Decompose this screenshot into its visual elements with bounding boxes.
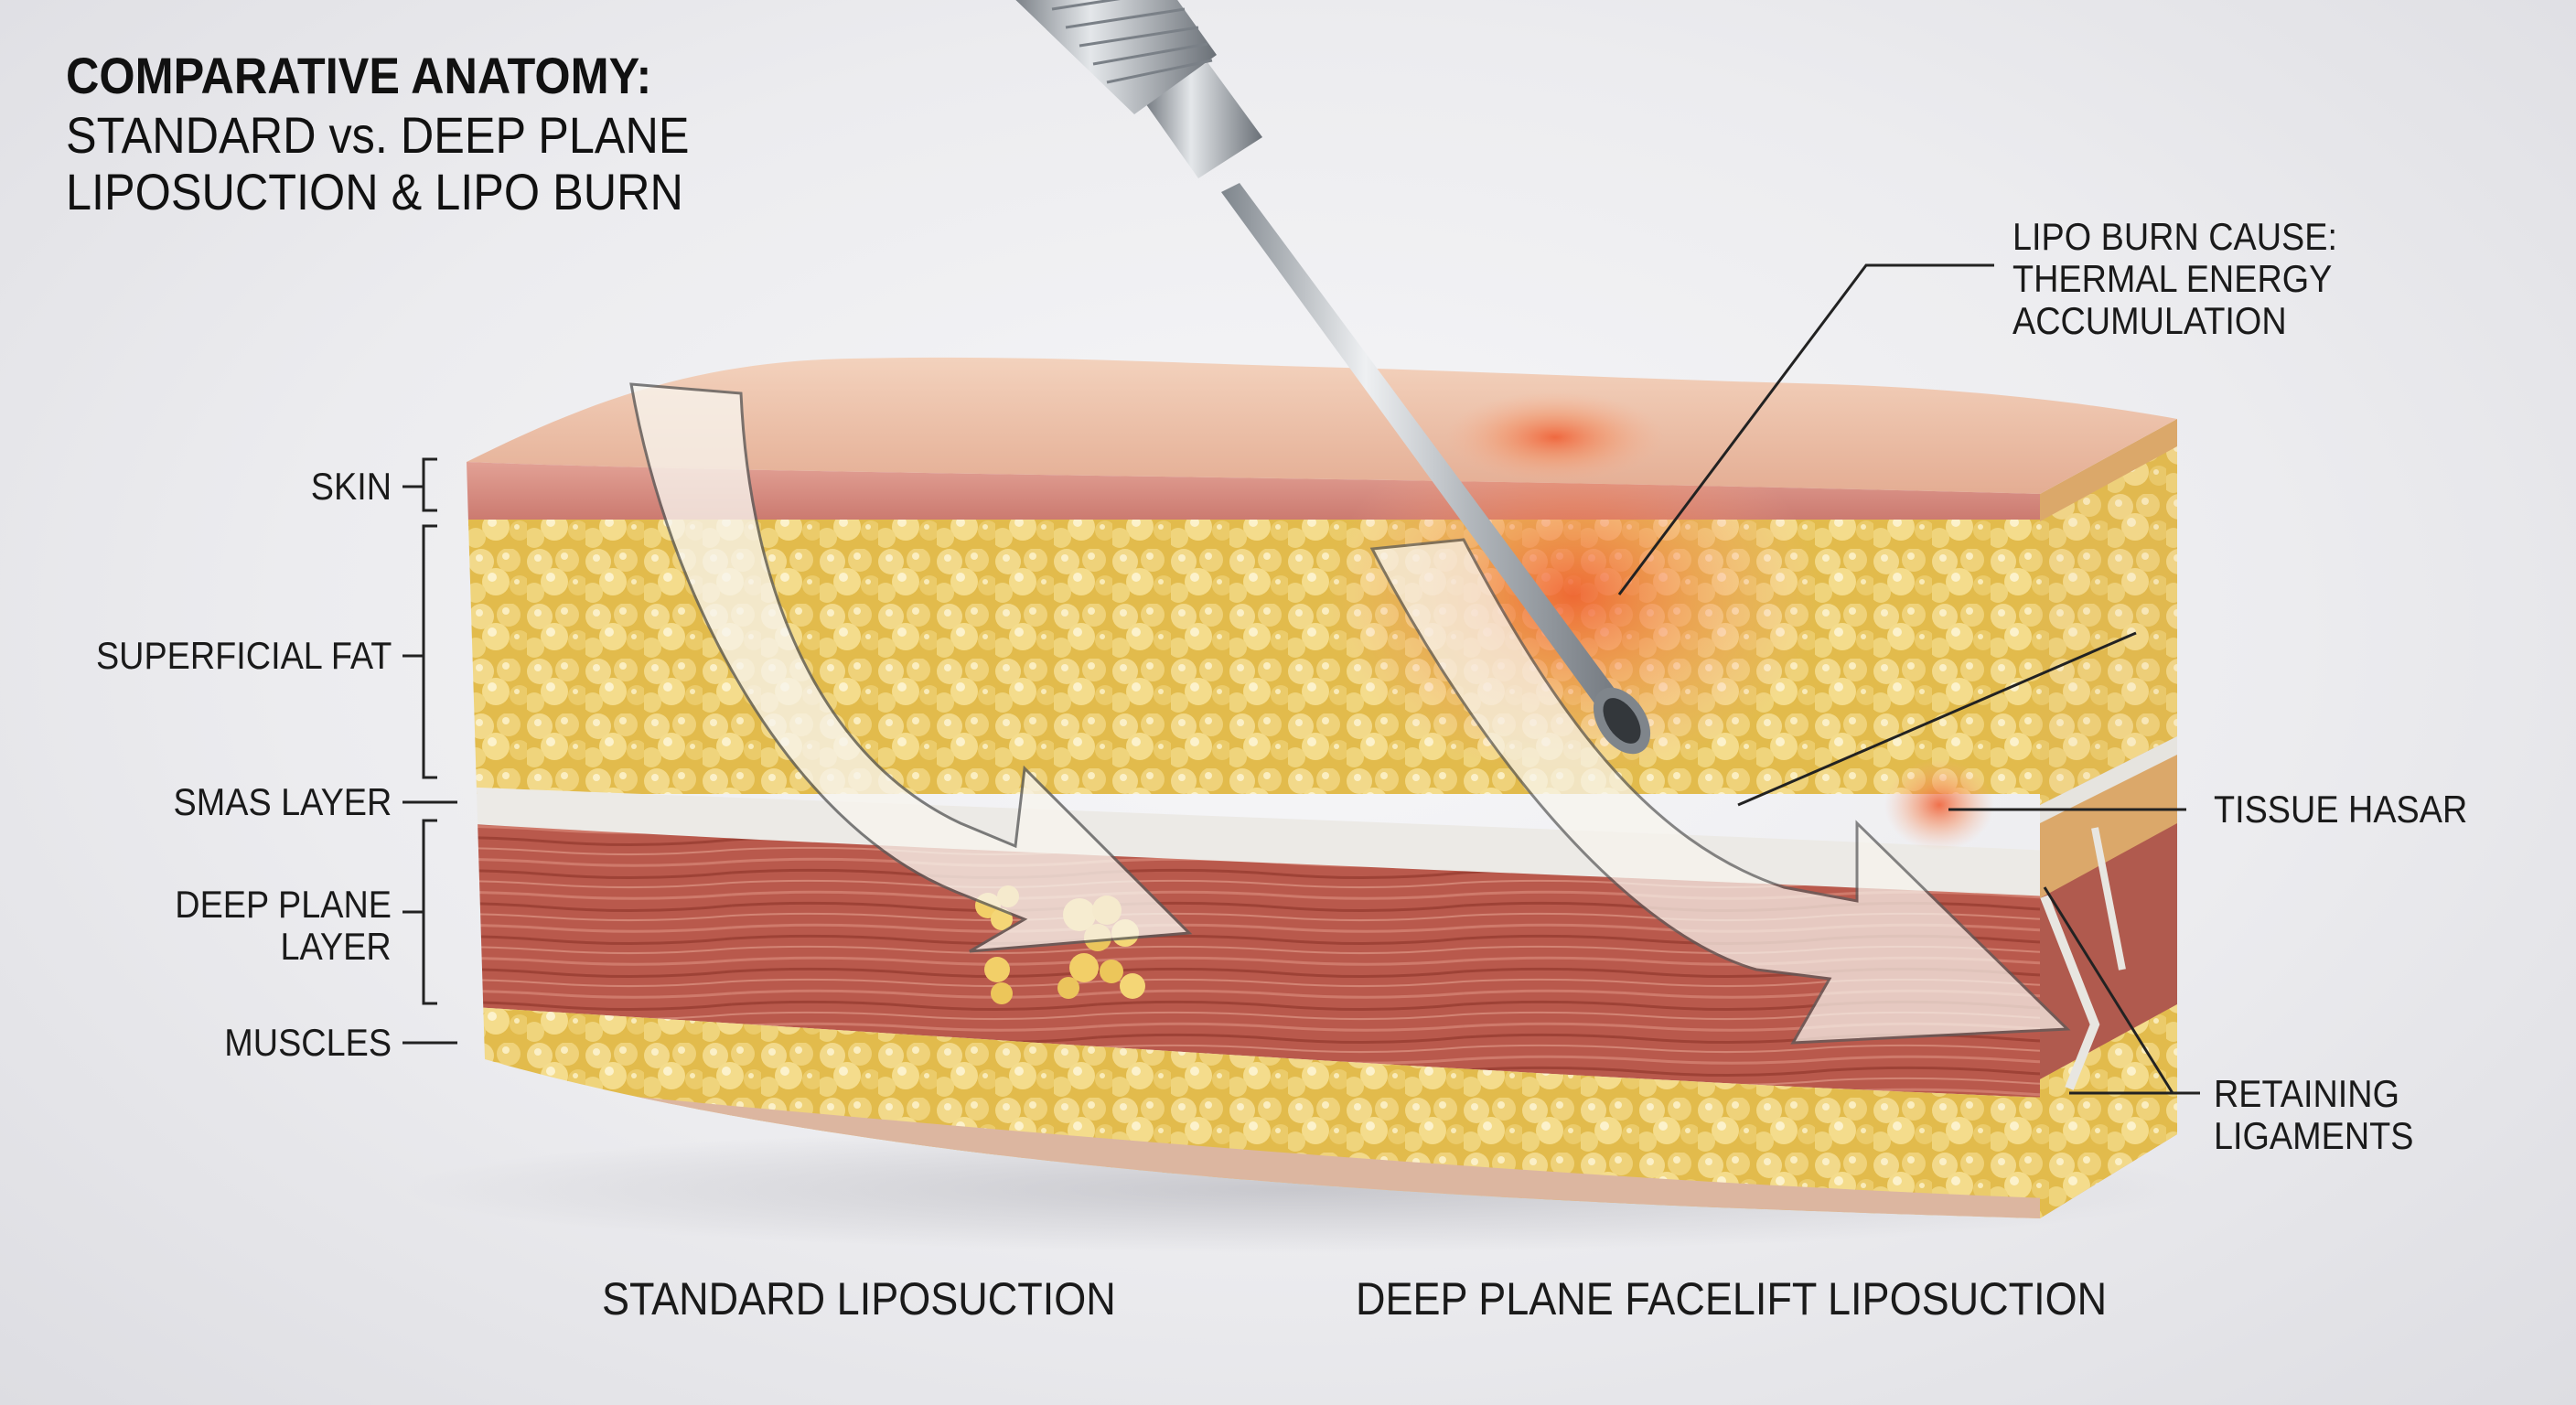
standard-arrow (629, 382, 1193, 953)
right-leaders (1617, 263, 2200, 1095)
label-deep-plane-facelift-liposuction: DEEP PLANE FACELIFT LIPOSUCTION (1356, 1273, 2108, 1325)
label-retaining-line-1: RETAINING (2214, 1072, 2400, 1115)
tissue-damage-spot (1884, 759, 1994, 851)
label-deep-plane-line-1: DEEP PLANE (175, 883, 392, 926)
label-lipo-burn-line-2: THERMAL ENERGY (2012, 257, 2333, 300)
cannula (1015, 0, 1651, 755)
label-lipo-burn-line-3: ACCUMULATION (2012, 299, 2287, 342)
burn-surface-spot (1445, 391, 1665, 483)
label-muscles: MUSCLES (224, 1021, 392, 1064)
label-superficial-fat: SUPERFICIAL FAT (95, 634, 392, 677)
title-line-1: COMPARATIVE ANATOMY: (66, 47, 652, 104)
label-lipo-burn-line-1: LIPO BURN CAUSE: (2012, 215, 2337, 258)
label-deep-plane-line-2: LAYER (280, 925, 392, 968)
left-brackets (402, 457, 457, 1045)
label-retaining-line-2: LIGAMENTS (2214, 1114, 2414, 1157)
label-tissue-damage: TISSUE HASAR (2214, 788, 2468, 831)
title-line-2: STANDARD vs. DEEP PLANE (66, 106, 690, 164)
skin-surface (467, 357, 2177, 494)
title-line-3: LIPOSUCTION & LIPO BURN (66, 163, 683, 220)
label-standard-liposuction: STANDARD LIPOSUCTION (602, 1273, 1116, 1325)
label-smas-layer: SMAS LAYER (173, 780, 392, 823)
label-skin: SKIN (310, 465, 392, 508)
deep-plane-arrow (1369, 538, 2071, 1045)
